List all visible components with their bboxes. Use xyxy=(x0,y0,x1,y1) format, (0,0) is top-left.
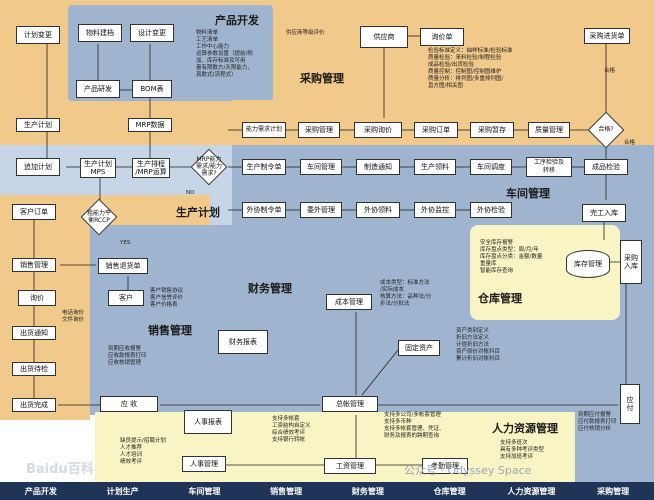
note-payroll-left: 支持多帐套 工资结构自定义 综合绩效考评 支持银行转帐 xyxy=(272,416,311,443)
bottom-tab: 产品开发 xyxy=(24,486,57,496)
box-add-plan: 追加计划 xyxy=(16,158,60,176)
region-right-blue xyxy=(575,412,654,482)
box-outsource-order: 外协制令单 xyxy=(242,202,286,218)
bottom-tab: 销售管理 xyxy=(270,486,303,496)
watermark-odyssey: 公众号 · Odyssey Space xyxy=(404,464,532,477)
box-general-ledger: 总帐管理 xyxy=(322,396,378,412)
box-hr-report: 人事报表 xyxy=(184,410,232,434)
box-mfg-notice: 制造通知 xyxy=(356,159,400,175)
box-workshop-transfer: 车间调度 xyxy=(470,159,512,175)
bottom-tab: 仓库管理 xyxy=(433,486,466,496)
label-workshop: 车间管理 xyxy=(506,187,550,200)
box-mrp-data: MRP数据 xyxy=(128,118,172,132)
note-receivable: 到期应收报警 应收款报表打印 应收核销管理 xyxy=(108,346,147,366)
box-bom: BOM表 xyxy=(132,80,172,98)
diamond-qualified-text: 合格? xyxy=(598,126,614,133)
bottom-tab: 车间管理 xyxy=(188,486,221,496)
box-ship-inspect: 出货待检 xyxy=(12,362,56,376)
note-no: NO xyxy=(186,190,195,196)
diamond-rough-capacity-text: 粗能力平 衡RCCP xyxy=(86,210,111,224)
box-quote: 询价 xyxy=(18,290,56,306)
box-payroll: 工资管理 xyxy=(324,458,376,474)
box-customer: 客户 xyxy=(108,290,144,306)
note-quality: 检验标准定义：抽样标准/检验标准 质量检验：来料检验/制程检验 成品检验/出货检… xyxy=(428,48,513,89)
box-ship-done: 出货完成 xyxy=(12,398,56,412)
label-procurement: 采购管理 xyxy=(300,72,344,85)
box-quality-mgmt: 质量管理 xyxy=(528,122,570,138)
box-outsource-picking: 外协领料 xyxy=(356,202,400,218)
box-cost-mgmt: 成本管理 xyxy=(326,294,372,310)
label-finance: 财务管理 xyxy=(248,282,292,295)
box-outsource-monitor: 外协监控 xyxy=(414,202,456,218)
box-material-build: 物料建档 xyxy=(78,24,122,42)
box-ship-notice: 出货通知 xyxy=(12,326,56,340)
note-quote: 电话询价 文件询价 xyxy=(62,310,85,323)
box-purchase-mgmt: 采购管理 xyxy=(298,122,340,138)
watermark-baidu: Baidu百科 xyxy=(26,462,94,477)
note-customer: 客户销售协议 客户信誉评价 客户价格表 xyxy=(150,288,184,308)
box-production-plan: 生产计划 xyxy=(16,118,60,132)
box-product-rd: 产品研发 xyxy=(76,80,120,98)
note-yes: YES xyxy=(120,240,131,246)
diamond-mrp-capacity-text: MRP能力 需求/能力 需求? xyxy=(195,156,223,177)
note-fixed-asset: 资产类别定义 折旧方法定义 计提折旧方法 资产原价对账科目 累计折旧对账科目 xyxy=(456,328,501,362)
label-sales: 销售管理 xyxy=(148,324,192,337)
note-pass-2: 合格 xyxy=(624,140,636,146)
box-plan-change: 计划变更 xyxy=(16,26,60,44)
box-outsource-check: 外协检验 xyxy=(470,202,512,218)
box-purchase-order: 采购订单 xyxy=(414,122,458,138)
bottom-tab: 计划生产 xyxy=(106,486,139,496)
box-finished-check: 成品检验 xyxy=(584,159,628,175)
box-design-change: 设计变更 xyxy=(130,24,174,42)
box-workshop-mgmt: 车间管理 xyxy=(300,159,342,175)
note-product-dev: 物料清单 工艺清单 工作中心能力 运算参数设置（提前/附 加、库存标准及可用 量… xyxy=(196,30,253,78)
box-sales-return: 销售退货单 xyxy=(98,258,148,274)
box-mps: 生产计划 MPS xyxy=(80,158,116,178)
note-supplier-eval: 供应商等级评价 xyxy=(286,30,325,36)
box-fin-report: 财务报表 xyxy=(218,330,268,354)
note-warehouse: 安全库存报警 库存盘点类型：周/月/年 库存盘点分类：金额/数量 重量库 智能库… xyxy=(480,240,543,274)
bottom-tab: 采购管理 xyxy=(597,486,630,496)
note-cost: 成本类型：标准方法 /实际成本 核算方法：品种法/分 步法/分批法 xyxy=(380,280,432,307)
note-attendance: 支持多班次 具有多种考评类型 支持加班考评 xyxy=(500,440,545,460)
box-prod-schedule: 生产排程 /MRP运算 xyxy=(132,158,170,178)
box-process-check: 工序检验及 转移 xyxy=(526,157,572,177)
box-purchase-receipt: 采购进货单 xyxy=(584,28,630,44)
label-warehouse: 仓库管理 xyxy=(478,292,522,305)
bottom-tab: 人力资源管理 xyxy=(507,486,556,496)
box-fixed-asset: 固定资产 xyxy=(398,340,440,356)
box-warehouse-mgmt: 库存管理 xyxy=(566,250,610,278)
box-attendance: 考勤管理 xyxy=(422,458,468,474)
box-supplier: 供应商 xyxy=(360,26,408,48)
label-product-dev: 产品开发 xyxy=(215,14,259,27)
bottom-tab: 财务管理 xyxy=(351,486,384,496)
box-purchase-inquiry: 采购询价 xyxy=(354,122,402,138)
box-finished-in: 完工入库 xyxy=(582,204,626,222)
box-payable: 应 付 xyxy=(620,384,640,424)
box-customer-order: 客户订单 xyxy=(12,204,56,220)
box-sales-mgmt: 销售管理 xyxy=(12,258,56,272)
note-ledger: 支持多公司/多帐套管理 支持多币种 支持多帐套管理、凭证、 财务及报表的跨期查询 xyxy=(384,412,445,439)
label-production-plan: 生产计划 xyxy=(176,206,220,219)
box-purchase-hold: 采购暂存 xyxy=(470,122,514,138)
note-hr-left: 缺员提示/招聘计划 人才推荐 人才培训 绩效考评 xyxy=(120,438,166,465)
box-prod-order: 生产制令单 xyxy=(242,159,286,175)
box-purchase-in: 采购 入库 xyxy=(620,240,642,284)
box-outsource-mgmt: 委外管理 xyxy=(300,202,342,218)
note-pass: 合格 xyxy=(604,68,616,74)
label-hr: 人力资源管理 xyxy=(492,422,558,435)
box-capacity-calc: 能力需求计划 xyxy=(242,122,286,138)
box-inquiry-sheet: 询价单 xyxy=(420,28,464,46)
box-receivable: 应 收 xyxy=(100,396,158,412)
box-hr-mgmt: 人事管理 xyxy=(182,456,226,472)
note-payable: 到期应付报警 应付款报表打印 应付核销分析 xyxy=(578,412,617,432)
bottom-category-bar: 产品开发 计划生产 车间管理 销售管理 财务管理 仓库管理 人力资源管理 采购管… xyxy=(0,482,654,500)
box-prod-picking: 生产领料 xyxy=(414,159,456,175)
